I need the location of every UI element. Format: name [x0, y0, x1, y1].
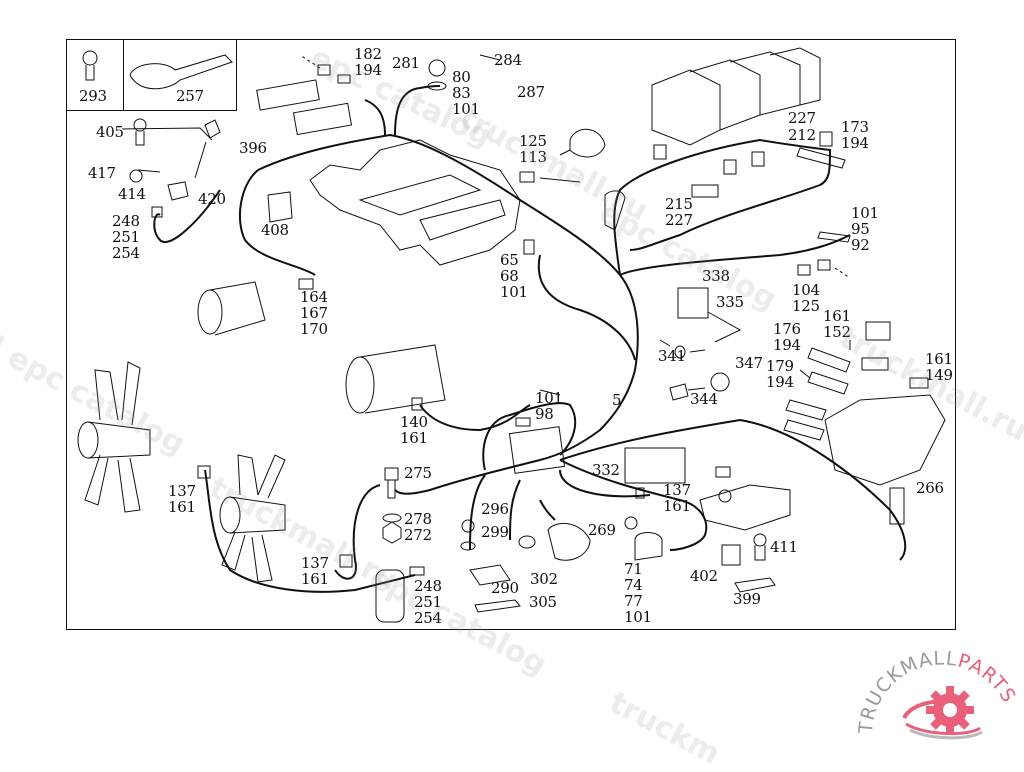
callout-c248b[interactable]: 248 251 254 — [414, 577, 442, 627]
callout-c257[interactable]: 257 — [176, 87, 204, 105]
callout-c161a[interactable]: 161 152 — [823, 307, 851, 341]
callout-c176[interactable]: 176 194 — [773, 320, 801, 354]
callout-c5[interactable]: 5 — [612, 391, 622, 409]
gear-icon — [902, 686, 983, 740]
callout-c272[interactable]: 272 — [404, 526, 432, 544]
diagram-frame — [66, 39, 956, 630]
callout-c284[interactable]: 284 — [494, 51, 522, 69]
callout-c104[interactable]: 104 125 — [792, 281, 820, 315]
callout-c125[interactable]: 125 113 — [519, 132, 547, 166]
callout-c299[interactable]: 299 — [481, 523, 509, 541]
callout-c411[interactable]: 411 — [770, 538, 798, 556]
callout-c101b[interactable]: 101 98 — [535, 389, 563, 423]
callout-c344[interactable]: 344 — [690, 390, 718, 408]
callout-c179[interactable]: 179 194 — [766, 357, 794, 391]
callout-c275[interactable]: 275 — [404, 464, 432, 482]
callout-c296[interactable]: 296 — [481, 500, 509, 518]
callout-c402[interactable]: 402 — [690, 567, 718, 585]
callout-c137b[interactable]: 137 161 — [663, 481, 691, 515]
callout-c338[interactable]: 338 — [702, 267, 730, 285]
callout-c248a[interactable]: 248 251 254 — [112, 212, 140, 262]
callout-c408[interactable]: 408 — [261, 221, 289, 239]
callout-c269[interactable]: 269 — [588, 521, 616, 539]
callout-c212[interactable]: 212 — [788, 126, 816, 144]
callout-c182[interactable]: 182 194 — [354, 45, 382, 79]
component-outlines — [77, 47, 946, 623]
callout-c396[interactable]: 396 — [239, 139, 267, 157]
callout-c80[interactable]: 80 83 101 — [452, 68, 480, 118]
callout-c405[interactable]: 405 — [96, 123, 124, 141]
callout-c302[interactable]: 302 — [530, 570, 558, 588]
callout-c161b[interactable]: 161 149 — [925, 350, 953, 384]
callout-c266[interactable]: 266 — [916, 479, 944, 497]
callout-c71[interactable]: 71 74 77 101 — [624, 560, 652, 626]
callout-c332[interactable]: 332 — [592, 461, 620, 479]
callout-c420[interactable]: 420 — [198, 190, 226, 208]
callout-c137a[interactable]: 137 161 — [168, 482, 196, 516]
wiring-diagram-artwork — [77, 47, 946, 623]
callout-c347[interactable]: 347 — [735, 354, 763, 372]
callout-c341[interactable]: 341 — [658, 347, 686, 365]
callout-c335[interactable]: 335 — [716, 293, 744, 311]
callout-c305[interactable]: 305 — [529, 593, 557, 611]
inset-part-257 — [123, 39, 237, 111]
callout-c227a[interactable]: 227 — [788, 109, 816, 127]
callout-c137c[interactable]: 137 161 — [301, 554, 329, 588]
callout-c65[interactable]: 65 68 101 — [500, 251, 528, 301]
callout-c417[interactable]: 417 — [88, 164, 116, 182]
main-harness — [153, 85, 907, 593]
callout-c281[interactable]: 281 — [392, 54, 420, 72]
callout-c290[interactable]: 290 — [491, 579, 519, 597]
fan-left — [77, 361, 151, 513]
callout-c164[interactable]: 164 167 170 — [300, 288, 328, 338]
callout-c414[interactable]: 414 — [118, 185, 146, 203]
fan-center — [219, 454, 286, 583]
truckmallparts-logo: TRUCKMALLPARTS — [858, 648, 1019, 740]
callout-c287[interactable]: 287 — [517, 83, 545, 101]
callout-c293[interactable]: 293 — [79, 87, 107, 105]
callout-c399[interactable]: 399 — [733, 590, 761, 608]
callout-c215[interactable]: 215 227 — [665, 195, 693, 229]
callout-c173[interactable]: 173 194 — [841, 118, 869, 152]
callout-c101a[interactable]: 101 95 92 — [851, 204, 879, 254]
callout-c278[interactable]: 278 — [404, 510, 432, 528]
callout-c140[interactable]: 140 161 — [400, 413, 428, 447]
